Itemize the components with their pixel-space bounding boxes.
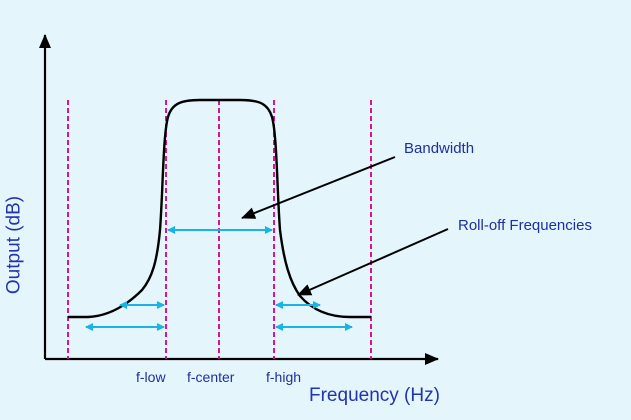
rolloff-pointer-arrow	[297, 228, 449, 296]
x-tick-f-low: f-low	[136, 369, 166, 385]
y-axis-title: Output (dB)	[3, 195, 25, 295]
response-curve	[68, 98, 371, 319]
x-tick-f-center: f-center	[187, 369, 235, 385]
x-tick-f-high: f-high	[266, 369, 302, 385]
bandwidth-label: Bandwidth	[404, 140, 475, 157]
x-axis-title: Frequency (Hz)	[309, 385, 440, 406]
bandwidth-pointer-arrow	[241, 156, 396, 219]
rolloff-frequencies-label: Roll-off Frequencies	[458, 217, 592, 234]
